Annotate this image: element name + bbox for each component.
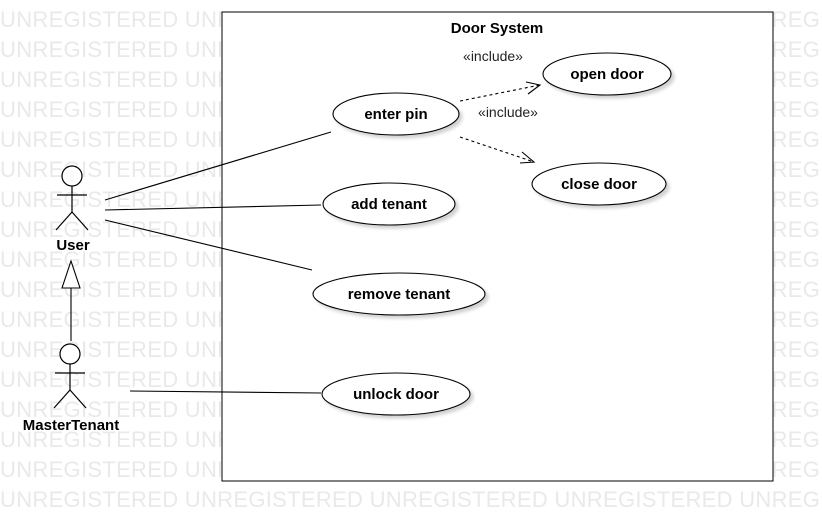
actor-mastertenant[interactable]: MasterTenant — [23, 343, 119, 434]
use-case-label: remove tenant — [348, 286, 451, 303]
generalization-arrowhead — [61, 259, 81, 289]
actor-user[interactable]: User — [55, 165, 90, 254]
use-case-label: enter pin — [364, 106, 427, 123]
system-boundary[interactable] — [221, 11, 774, 482]
include-arrowhead-close-door — [519, 151, 536, 164]
include-label-close-door: «include» — [478, 104, 538, 120]
actor-label-user: User — [56, 237, 90, 254]
use-case-ellipse — [531, 162, 667, 206]
use-case-close-door[interactable]: close door — [531, 162, 667, 206]
use-case-open-door[interactable]: open door — [542, 52, 672, 96]
use-case-label: add tenant — [351, 196, 427, 213]
use-case-enter-pin[interactable]: enter pin — [332, 92, 460, 136]
include-label-open-door: «include» — [463, 48, 523, 64]
use-case-ellipse — [332, 92, 460, 136]
use-case-ellipse — [321, 372, 471, 416]
association-mastertenant-unlock-door[interactable] — [129, 390, 322, 394]
association-user-add-tenant[interactable] — [104, 204, 322, 211]
actor-label-mastertenant: MasterTenant — [23, 417, 119, 434]
use-case-label: close door — [561, 176, 637, 193]
use-case-unlock-door[interactable]: unlock door — [321, 372, 471, 416]
association-user-enter-pin[interactable] — [104, 131, 332, 201]
use-case-ellipse — [542, 52, 672, 96]
include-arrowhead-open-door — [525, 81, 542, 95]
use-case-ellipse — [312, 272, 486, 316]
use-case-label: unlock door — [353, 386, 439, 403]
use-case-add-tenant[interactable]: add tenant — [322, 182, 456, 226]
include-dependency-close-door[interactable] — [459, 136, 535, 163]
use-case-ellipse — [322, 182, 456, 226]
stick-figure-icon — [53, 343, 87, 409]
include-dependency-open-door[interactable] — [459, 84, 541, 102]
system-title: Door System — [451, 20, 544, 37]
use-case-remove-tenant[interactable]: remove tenant — [312, 272, 486, 316]
association-user-remove-tenant[interactable] — [104, 219, 313, 271]
stick-figure-icon — [55, 165, 89, 231]
use-case-label: open door — [570, 66, 643, 83]
